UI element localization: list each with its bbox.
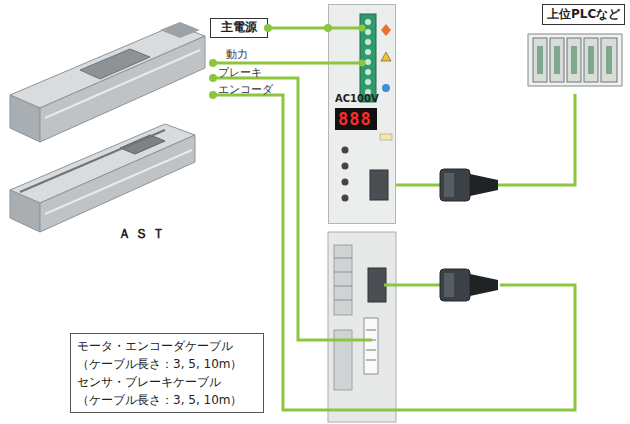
unit-body (328, 232, 396, 422)
fin-line (334, 300, 352, 301)
plc-connector (588, 46, 594, 74)
power-wire (213, 62, 362, 65)
plc-base (528, 34, 622, 86)
cable-label: 動力 (226, 47, 248, 62)
actuator-illustration (10, 22, 205, 142)
plc-connector (571, 46, 577, 74)
node-text: AC100V (335, 93, 379, 104)
io-port (370, 170, 388, 200)
actuator-slider (120, 135, 165, 154)
plc-module (567, 38, 581, 82)
product-label: ＡＳＴ (118, 225, 169, 243)
plug-boot (470, 274, 498, 296)
push-button (342, 179, 349, 186)
actuator-groove (45, 50, 200, 118)
terminal-pin (366, 330, 376, 331)
fin-line (334, 258, 352, 259)
plug-body (440, 269, 470, 301)
unit-fins (334, 245, 352, 315)
plug-face (444, 273, 454, 297)
actuator-groove (45, 150, 192, 214)
main-power-wire (328, 27, 362, 30)
plc-module (601, 38, 617, 82)
rating-plate (380, 134, 392, 140)
cable-connector (268, 27, 328, 30)
actuator-illustration (10, 124, 195, 232)
cable-label: エンコーダ (218, 82, 273, 97)
terminal-block (364, 318, 378, 374)
actuator-motor-block (160, 22, 200, 38)
push-button (342, 163, 349, 170)
wire-dot (209, 59, 217, 67)
actuator-end (10, 95, 40, 142)
terminal-screw (365, 79, 371, 85)
plc-illustration (528, 34, 622, 86)
node-text: 主電源 (211, 19, 267, 36)
driver-underside (328, 232, 396, 422)
terminal-pin (366, 360, 376, 361)
wire-dot (359, 25, 366, 32)
terminal-pin (366, 350, 376, 351)
plug-body (440, 169, 470, 201)
terminal-screw (365, 59, 371, 65)
info-icon (382, 84, 390, 92)
wire-dot (209, 91, 217, 99)
encoder-port (368, 268, 386, 302)
node-text: 888 (338, 109, 372, 129)
actuator-groove (20, 130, 165, 192)
plug-face (444, 173, 454, 197)
actuator-side (40, 36, 205, 142)
push-button (342, 195, 349, 202)
cable-plug (440, 169, 498, 201)
wire-dot (209, 74, 217, 82)
plc-connector (537, 46, 543, 74)
plc-connector (554, 46, 560, 74)
actuator-end (10, 190, 40, 232)
node-text: センサ・ブレーキケーブル （ケーブル長さ：3, 5, 10m） (77, 373, 257, 409)
power-box: 主電源 (210, 18, 268, 38)
cable-label: ブレーキ (218, 65, 262, 80)
wire-dot (359, 60, 366, 67)
cable-note-box: モータ・エンコーダケーブル （ケーブル長さ：3, 5, 10m）センサ・ブレーキ… (70, 333, 264, 413)
plc-connector (606, 46, 612, 74)
node-text: 上位PLCなど (542, 4, 625, 25)
led-display (335, 108, 377, 130)
fin-line (334, 272, 352, 273)
encoder-wire (384, 284, 440, 287)
fin-line (334, 286, 352, 287)
actuator-slider (80, 49, 150, 79)
cable-plug (440, 269, 498, 301)
plc-box: 上位PLCなど (520, 4, 628, 94)
wire-dot (264, 24, 272, 32)
terminal-screw (365, 29, 371, 35)
node-text: モータ・エンコーダケーブル （ケーブル長さ：3, 5, 10m） (77, 337, 257, 373)
terminal-screw (365, 39, 371, 45)
terminal-screw (365, 69, 371, 75)
plug-boot (470, 174, 498, 196)
plc-module (550, 38, 564, 82)
terminal-screw (365, 19, 371, 25)
cable-connector (396, 94, 575, 185)
plc-module (584, 38, 598, 82)
push-button (342, 147, 349, 154)
terminal-screw (365, 49, 371, 55)
plc-module (533, 38, 547, 82)
